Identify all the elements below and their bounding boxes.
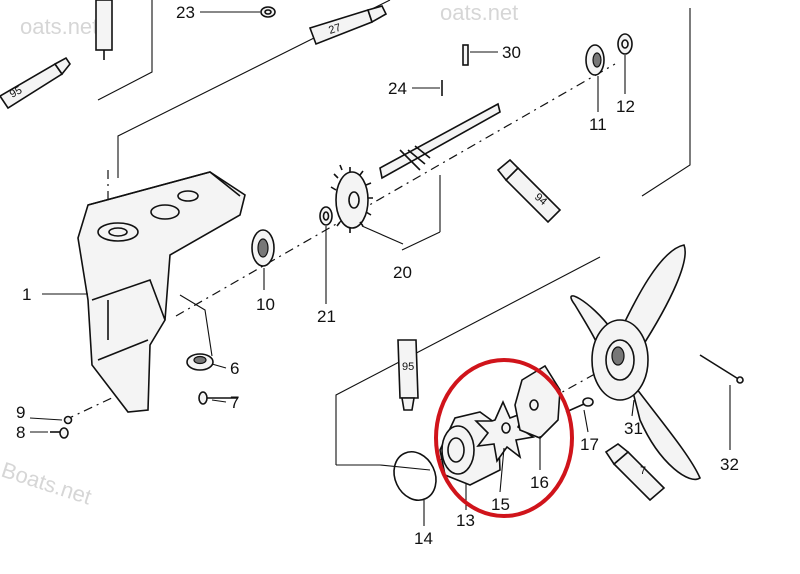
label-part-12: 12 (616, 97, 635, 116)
lubricant-tube-27: 27 (308, 5, 388, 46)
tube-label-95-left: 95 (8, 84, 24, 100)
screw-17 (565, 397, 594, 413)
seal-12 (617, 33, 633, 55)
o-ring-14 (393, 451, 437, 501)
label-part-30: 30 (502, 43, 521, 62)
washer-21 (319, 206, 333, 226)
screw-8 (50, 427, 69, 439)
bearing-10 (251, 229, 275, 267)
pin-32 (699, 354, 744, 384)
driveshaft (95, 0, 113, 60)
gear-20 (330, 164, 373, 233)
label-part-24: 24 (388, 79, 407, 98)
washer-6 (186, 353, 214, 371)
label-part-10: 10 (256, 295, 275, 314)
lubricant-tube-95-mid: 95 (397, 339, 419, 411)
label-part-16: 16 (530, 473, 549, 492)
seal-23 (260, 6, 276, 18)
plate-16 (514, 364, 561, 439)
pin-30 (462, 44, 469, 66)
label-part-8: 8 (16, 423, 25, 442)
highlight-circle (434, 358, 574, 518)
watermark-top-center: oats.net (440, 0, 518, 25)
watermark-top-left: oats.net (20, 14, 98, 39)
bearing-11 (585, 44, 605, 76)
label-part-23: 23 (176, 3, 195, 22)
label-part-21: 21 (317, 307, 336, 326)
label-part-20: 20 (393, 263, 412, 282)
tube-label-27: 27 (327, 22, 342, 37)
tube-label-7: 7 (640, 465, 646, 477)
screw-7 (198, 391, 238, 405)
callout-leaders (29, 11, 731, 526)
label-part-11: 11 (589, 115, 607, 134)
lubricant-tube-95-left: 95 (0, 56, 71, 110)
label-part-1: 1 (22, 285, 31, 304)
tube-label-95-mid: 95 (402, 361, 414, 373)
label-part-14: 14 (414, 529, 433, 548)
seal-9 (63, 415, 73, 425)
watermark-bottom-left: Boats.net (0, 457, 95, 510)
label-part-7: 7 (230, 393, 239, 412)
label-part-6: 6 (230, 359, 239, 378)
propeller-31 (570, 244, 701, 481)
label-part-15: 15 (491, 495, 510, 514)
label-part-13: 13 (456, 511, 475, 530)
label-part-31: 31 (624, 419, 643, 438)
lubricant-tube-94: 94 (496, 158, 562, 224)
propeller-shaft (379, 102, 501, 180)
label-part-32: 32 (720, 455, 739, 474)
lubricant-tube-7: 7 (604, 443, 666, 502)
part-numbers: 1 6 7 8 9 10 11 12 13 14 15 16 17 20 21 … (16, 3, 739, 548)
label-part-9: 9 (16, 403, 25, 422)
label-part-17: 17 (580, 435, 599, 454)
gear-housing (77, 171, 246, 413)
